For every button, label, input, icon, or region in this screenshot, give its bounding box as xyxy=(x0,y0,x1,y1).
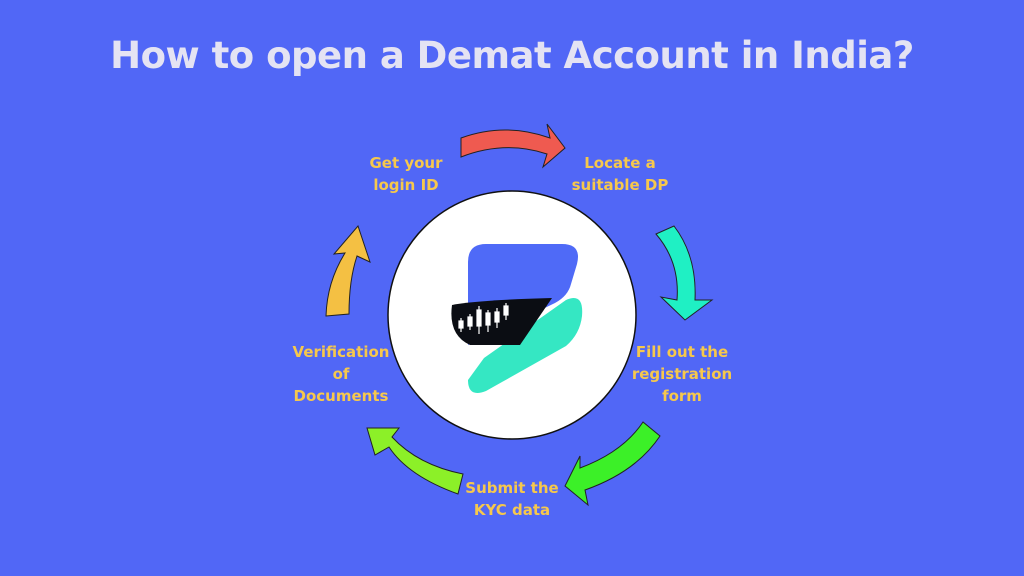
step-locate-dp: Locate a suitable DP xyxy=(571,154,669,194)
arrow-teal xyxy=(655,225,714,321)
arrow-red xyxy=(460,123,566,169)
step-fill-registration-form: Fill out the registration form xyxy=(631,343,733,405)
arrow-lightgreen xyxy=(366,427,464,495)
arrow-green xyxy=(564,421,661,507)
arrow-yellow xyxy=(325,225,371,317)
page-title: How to open a Demat Account in India? xyxy=(110,34,914,77)
step-submit-kyc: Submit the KYC data xyxy=(465,479,559,519)
candlestick-chart-icon xyxy=(458,303,509,334)
step-verification-documents: Verification of Documents xyxy=(292,343,390,405)
app-logo-icon xyxy=(451,244,583,393)
step-get-login-id: Get your login ID xyxy=(369,154,443,194)
